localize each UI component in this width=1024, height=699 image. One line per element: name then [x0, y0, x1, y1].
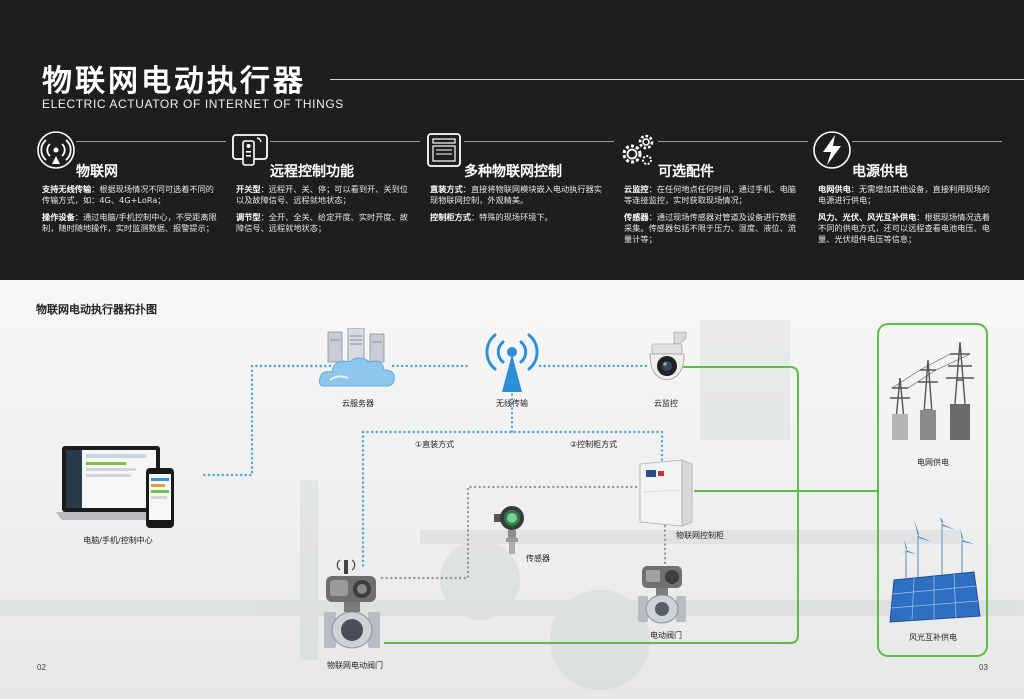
header-band: 物联网电动执行器 ELECTRIC ACTUATOR OF INTERNET O…: [0, 0, 1024, 280]
page-subtitle: ELECTRIC ACTUATOR OF INTERNET OF THINGS: [42, 97, 344, 111]
label-sensor: 传感器: [526, 554, 550, 563]
path-label-cabinet: ②控制柜方式: [570, 439, 617, 449]
feature-desc: ：通过现场传感器对管道及设备进行数据采集。传感器包括不限于压力、湿度、液位、流量…: [624, 212, 796, 244]
gears-icon: [622, 134, 654, 165]
label-electric-valve: 电动阀门: [650, 631, 682, 640]
feature-desc: ：根据现场情况不同可选着不同的传输方式，如：4G、4G+LoRa；: [42, 184, 214, 205]
feature-divider: [852, 141, 1002, 142]
wireless-links: [198, 364, 664, 570]
diagram-title: 物联网电动执行器拓扑图: [36, 303, 157, 316]
feature-title: 电源供电: [852, 164, 908, 180]
dome-camera-icon: [649, 331, 687, 381]
cloud-server-icon: [319, 328, 395, 387]
laptop-phone-icon: [56, 446, 174, 528]
feature-term: 支持无线传输: [42, 184, 92, 194]
feature-text: 开关型：远程开、关、停；可以看到开、关到位以及故障信号、远程就地状态； 调节型：…: [236, 184, 412, 240]
feature-term: 云监控: [624, 184, 649, 194]
feature-desc: ：直接将物联网模块嵌入电动执行器实现物联网控制，外观精美。: [430, 184, 602, 205]
link-power-loop: [384, 366, 799, 644]
feature-desc: ：远程开、关、停；可以看到开、关到位以及故障信号、远程就地状态；: [236, 184, 408, 205]
title-divider: [330, 79, 1024, 80]
feature-term: 开关型: [236, 184, 261, 194]
background-pipes: [0, 320, 1024, 690]
feature-remote-control: 远程控制功能 开关型：远程开、关、停；可以看到开、关到位以及故障信号、远程就地状…: [230, 130, 420, 270]
feature-title: 可选配件: [658, 164, 714, 180]
feature-divider: [658, 141, 808, 142]
feature-term: 操作设备: [42, 212, 75, 222]
feature-text: 直装方式：直接将物联网模块嵌入电动执行器实现物联网控制，外观精美。 控制柜方式：…: [430, 184, 606, 229]
link-wireless-branch: [361, 430, 664, 462]
label-control-center: 电脑/手机/控制中心: [83, 536, 153, 545]
feature-term: 风力、光伏、风光互补供电: [818, 212, 917, 222]
power-tower-icon: [890, 341, 974, 441]
feature-term: 控制柜方式: [430, 212, 471, 222]
topology-diagram: 物联网电动执行器拓扑图: [0, 280, 1024, 699]
power-box: [877, 323, 988, 657]
feature-term: 直装方式: [430, 184, 463, 194]
label-control-cabinet: 物联网控制柜: [676, 531, 724, 540]
feature-title: 物联网: [76, 164, 118, 180]
feature-term: 调节型: [236, 212, 261, 222]
feature-text: 电网供电：无需增加其他设备，直接利用现场的电源进行供电； 风力、光伏、风光互补供…: [818, 184, 994, 251]
feature-iot-control: 多种物联网控制 直装方式：直接将物联网模块嵌入电动执行器实现物联网控制，外观精美…: [424, 130, 614, 270]
feature-text: 支持无线传输：根据现场情况不同可选着不同的传输方式，如：4G、4G+LoRa； …: [42, 184, 218, 240]
feature-iot: 物联网 支持无线传输：根据现场情况不同可选着不同的传输方式，如：4G、4G+Lo…: [36, 130, 226, 270]
feature-term: 电网供电: [818, 184, 851, 194]
label-grid-power: 电网供电: [917, 458, 949, 467]
feature-desc: ：特殊的现场环境下。: [470, 212, 553, 222]
sensor-icon: [494, 506, 524, 554]
iot-valve-icon: [324, 559, 380, 649]
label-cloud-server: 云服务器: [342, 399, 374, 408]
connection-lines: ①直装方式 ②控制柜方式: [0, 320, 1024, 690]
feature-desc: ：在任何地点任何时间，通过手机、电脑等连接监控，实时获取现场情况；: [624, 184, 796, 205]
control-links: [380, 485, 667, 580]
link-valve-cabinet: [380, 485, 642, 580]
label-wireless: 无线传输: [496, 399, 528, 408]
link-server-center: [198, 364, 332, 477]
feature-power-supply: 电源供电 电网供电：无需增加其他设备，直接利用现场的电源进行供电； 风力、光伏、…: [812, 130, 1002, 270]
feature-title: 远程控制功能: [270, 164, 354, 180]
feature-desc: ：通过电脑/手机控制中心，不受距离限制，随时随地操作，实时监测数据、报警提示；: [42, 212, 217, 233]
wind-solar-icon: [889, 518, 981, 623]
feature-title: 多种物联网控制: [464, 164, 562, 180]
wireless-signal-icon: [37, 131, 75, 169]
feature-desc: ：根据现场情况选着不同的供电方式，还可以远程查看电池电压、电量、光伏组件电压等信…: [818, 212, 990, 244]
label-iot-valve: 物联网电动阀门: [327, 661, 383, 670]
electric-valve-icon: [638, 566, 686, 624]
control-cabinet-icon: [639, 459, 693, 527]
feature-desc: ：无需增加其他设备，直接利用现场的电源进行供电；: [818, 184, 990, 205]
page-title: 物联网电动执行器: [42, 64, 306, 99]
path-label-direct: ①直装方式: [415, 439, 454, 449]
remote-control-icon: [232, 134, 268, 166]
feature-term: 传感器: [624, 212, 649, 222]
page-number-right: 03: [979, 663, 988, 672]
wireless-tower-icon: [485, 333, 539, 392]
feature-divider: [270, 141, 420, 142]
feature-accessories: 可选配件 云监控：在任何地点任何时间，通过手机、电脑等连接监控，实时获取现场情况…: [618, 130, 808, 270]
power-links: [384, 323, 988, 657]
feature-divider: [464, 141, 614, 142]
label-cloud-monitor: 云监控: [654, 399, 678, 408]
control-panel-icon: [427, 133, 461, 167]
feature-divider: [76, 141, 226, 142]
feature-desc: ：全开、全关、给定开度、实时开度、故障信号、远程就地状态；: [236, 212, 408, 233]
lightning-icon: [813, 131, 851, 169]
label-wind-solar: 风光互补供电: [909, 633, 957, 642]
page-number-left: 02: [37, 663, 46, 672]
feature-text: 云监控：在任何地点任何时间，通过手机、电脑等连接监控，实时获取现场情况； 传感器…: [624, 184, 800, 251]
